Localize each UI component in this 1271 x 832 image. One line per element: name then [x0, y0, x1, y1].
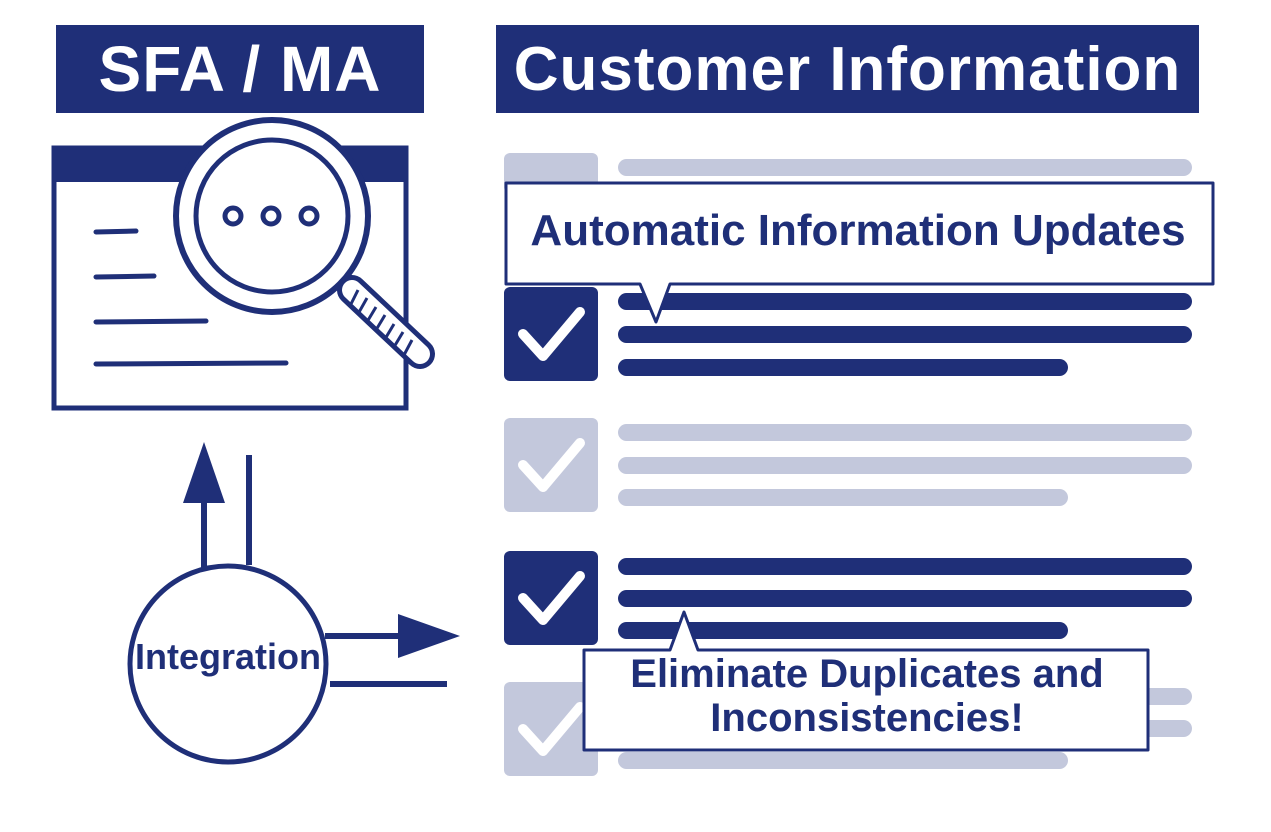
- callout-bottom-line-1: Eliminate Duplicates and: [630, 652, 1104, 696]
- checkmark-icon: [518, 307, 585, 361]
- checkmark-icon: [518, 438, 585, 492]
- eliminate-duplicates-callout: Eliminate Duplicates and Inconsistencies…: [588, 652, 1146, 740]
- customer-information-banner: Customer Information: [496, 25, 1199, 113]
- integration-arrows: [183, 442, 460, 687]
- callout-bottom-bubble: [582, 610, 1150, 752]
- record-3: [504, 418, 1192, 512]
- magnifier-icon: [173, 117, 435, 369]
- checkmark-icon: [518, 702, 585, 756]
- sfa-ma-banner: SFA / MA: [56, 25, 424, 113]
- integration-circle: [127, 563, 329, 765]
- record-4: [504, 551, 1192, 645]
- integration-label: Integration: [135, 636, 321, 677]
- automatic-updates-callout: Automatic Information Updates: [530, 206, 1186, 255]
- checkmark-icon: [518, 571, 585, 625]
- document-text-lines: [93, 228, 289, 367]
- callout-bottom-line-2: Inconsistencies!: [710, 696, 1024, 740]
- record-2: [504, 287, 1192, 381]
- ellipsis-icon: [222, 205, 320, 227]
- callout-top-bubble: [504, 181, 1215, 324]
